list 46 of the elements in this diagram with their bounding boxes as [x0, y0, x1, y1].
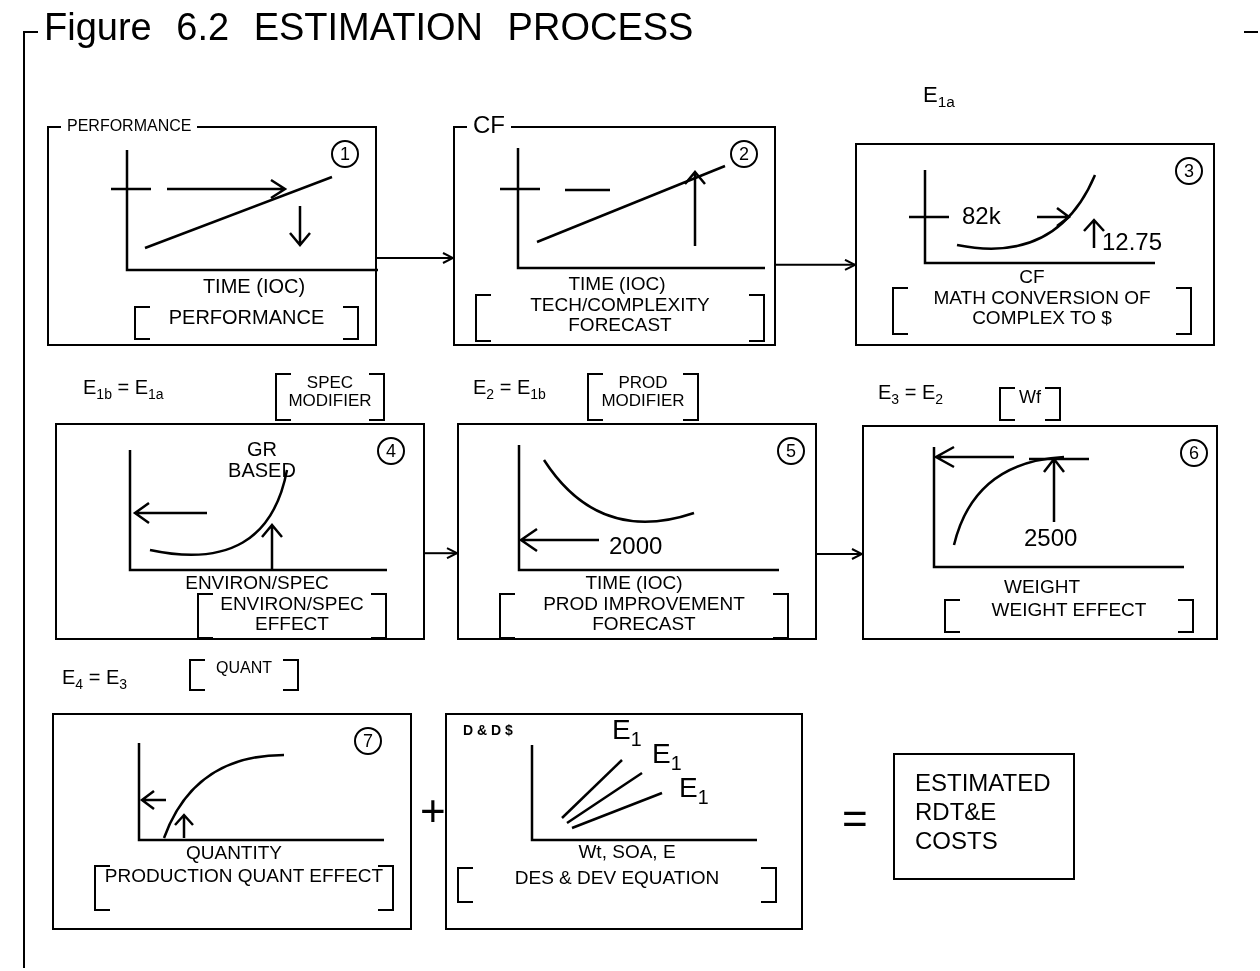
- step-number: 3: [1175, 157, 1203, 185]
- panel-caption: PROD IMPROVEMENT FORECAST: [499, 593, 789, 639]
- figure-title: Figure 6.2 ESTIMATION PROCESS: [44, 8, 694, 48]
- operator-sign: =: [842, 796, 868, 843]
- value-label: 2000: [609, 533, 663, 559]
- modifier-label: PROD MODIFIER: [587, 373, 699, 421]
- panel-caption: MATH CONVERSION OF COMPLEX TO $: [892, 287, 1192, 335]
- axis-label: ENVIRON/SPEC: [184, 573, 330, 593]
- step-number: 7: [354, 727, 382, 755]
- curve-label: E$_{1}$: [612, 715, 642, 750]
- arrow: [775, 258, 856, 271]
- modifier-label: SPEC MODIFIER: [275, 373, 385, 421]
- axis-label: Wt, SOA, E: [577, 842, 677, 862]
- axis-label: D & D $: [463, 723, 513, 738]
- panel-caption: WEIGHT EFFECT: [944, 599, 1194, 633]
- step-number: 1: [331, 140, 359, 168]
- panel-caption: DES & DEV EQUATION: [457, 867, 777, 903]
- step-number: 5: [777, 437, 805, 465]
- curve-label: E$_{1}$: [652, 739, 682, 774]
- operator-sign: +: [420, 788, 446, 835]
- arrow: [816, 548, 863, 560]
- axis-label: CF: [1018, 267, 1046, 287]
- axis-label: TIME (IOC): [584, 573, 684, 593]
- axis-label: TIME (IOC): [567, 274, 667, 294]
- axis-label: WEIGHT: [1003, 577, 1081, 597]
- value-label: 82k: [962, 203, 1001, 229]
- modifier-label: QUANT: [189, 659, 299, 691]
- curve-label: E$_{1}$: [679, 773, 709, 808]
- panel-caption: PRODUCTION QUANT EFFECT: [94, 865, 394, 911]
- value-label: 12.75: [1102, 229, 1163, 255]
- modifier-label: Wf: [999, 387, 1061, 421]
- axis-label: TIME (IOC): [201, 276, 307, 297]
- panel-caption: PERFORMANCE: [134, 306, 359, 340]
- arrow: [424, 547, 458, 560]
- step-number: 2: [730, 140, 758, 168]
- axis-label: QUANTITY: [184, 843, 284, 863]
- step-number: 4: [377, 437, 405, 465]
- arrow: [376, 252, 454, 264]
- panel-caption: TECH/COMPLEXITY FORECAST: [475, 294, 765, 342]
- panel-caption: ENVIRON/SPEC EFFECT: [197, 593, 387, 639]
- note-text: GR BASED: [227, 439, 297, 481]
- value-label: 2500: [1024, 525, 1078, 551]
- step-number: 6: [1180, 439, 1208, 467]
- result-box: [893, 753, 1075, 880]
- result-text: ESTIMATED RDT&E COSTS: [915, 769, 1052, 856]
- process-panel: [445, 713, 803, 930]
